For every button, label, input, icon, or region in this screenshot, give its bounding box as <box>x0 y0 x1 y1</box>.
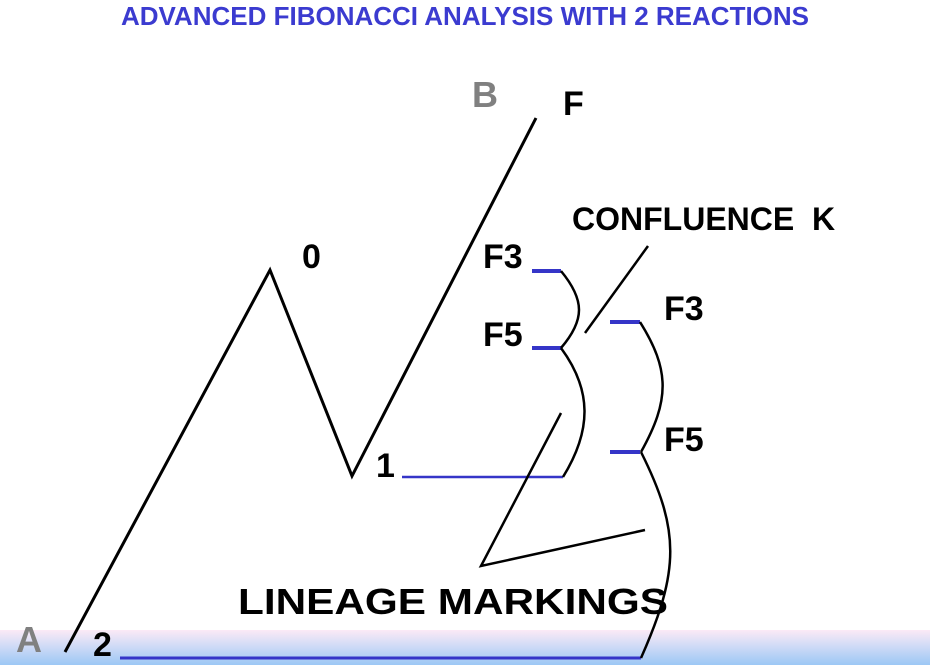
lineage-pointer <box>478 412 646 568</box>
price-zigzag-line <box>63 117 538 653</box>
left-bracket-lower <box>559 347 586 478</box>
point-a-label: A <box>16 619 42 660</box>
right-bracket-lower <box>639 451 672 659</box>
right-f3-label: F3 <box>664 290 704 328</box>
point-0-label: 0 <box>302 238 321 276</box>
left-f3-label: F3 <box>483 238 523 276</box>
left-f5-label: F5 <box>483 316 523 354</box>
point-2-label: 2 <box>93 626 112 664</box>
point-1-label: 1 <box>376 447 395 485</box>
right-bracket-upper <box>638 321 664 453</box>
diagram-title: ADVANCED FIBONACCI ANALYSIS WITH 2 REACT… <box>121 1 809 31</box>
lineage-markings-label: LINEAGE MARKINGS <box>238 581 668 622</box>
point-f-label: F <box>563 85 584 123</box>
point-b-label: B <box>472 74 498 115</box>
confluence-label: CONFLUENCE K <box>572 201 835 237</box>
confluence-pointer <box>583 245 650 334</box>
left-bracket-upper <box>560 270 581 349</box>
right-f5-label: F5 <box>664 421 704 459</box>
